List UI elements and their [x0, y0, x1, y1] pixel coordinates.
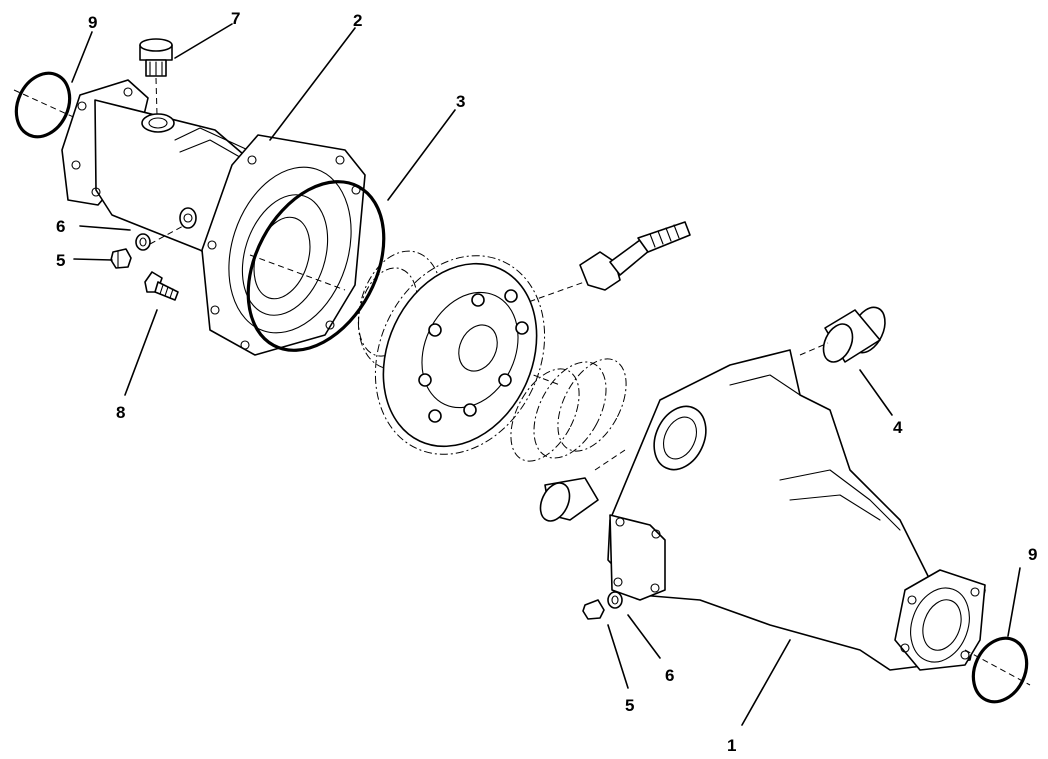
- washer-right: [607, 591, 623, 609]
- callout-7: 7: [231, 9, 240, 28]
- fill-plug: [144, 271, 179, 301]
- washer-left: [135, 233, 151, 251]
- callout-5-left: 5: [56, 251, 65, 270]
- housing-right: [607, 349, 986, 671]
- callout-1: 1: [727, 736, 736, 755]
- drain-plug-left: [110, 248, 132, 269]
- callout-6-right: 6: [665, 666, 674, 685]
- bearing: [510, 358, 627, 462]
- pinion-shaft: [579, 221, 691, 291]
- leader-lines: [71, 23, 1021, 726]
- callout-8: 8: [116, 403, 125, 422]
- callout-9-left: 9: [88, 13, 97, 32]
- callout-2: 2: [353, 11, 362, 30]
- bushing-lower: [539, 477, 599, 522]
- o-ring-right: [964, 636, 1031, 704]
- callout-9-right: 9: [1028, 545, 1037, 564]
- callout-4: 4: [893, 418, 903, 437]
- callout-6-left: 6: [56, 217, 65, 236]
- callout-5-right: 5: [625, 696, 634, 715]
- callout-3: 3: [456, 92, 465, 111]
- breather-cap: [139, 38, 173, 116]
- drain-plug-right: [582, 599, 605, 620]
- bushing-upper: [822, 306, 886, 363]
- o-ring-left: [13, 71, 81, 139]
- o-ring-large: [246, 180, 386, 352]
- differential-gear-assembly: [357, 250, 546, 455]
- housing-left: [61, 79, 366, 356]
